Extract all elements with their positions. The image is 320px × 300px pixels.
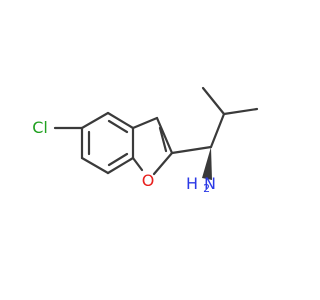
double-bond-inner-3	[107, 152, 129, 167]
stereo-wedge-bond	[202, 147, 212, 180]
bond-c3a-c3	[131, 116, 159, 130]
bond-o-c7a	[131, 156, 144, 172]
h2-subscript: 2	[203, 182, 210, 195]
o-symbol: O	[142, 171, 155, 190]
bond-c8-c9	[80, 156, 110, 175]
double-bond-c2-c3-inner	[158, 126, 168, 153]
atom-label-h2: H 2	[186, 174, 210, 196]
bond-chiral-isopropyl	[209, 112, 226, 149]
bond-c2-chiral	[170, 145, 213, 155]
n-symbol: N	[204, 174, 216, 193]
bond-c7-c8	[106, 156, 135, 175]
double-bond-inner-2	[107, 119, 129, 134]
atom-label-cl: Cl	[32, 118, 48, 137]
benzofuran-amine-structure: Cl O N H 2	[32, 86, 259, 196]
atom-label-o: O	[142, 171, 155, 190]
bond-isopropyl-methyl-right	[222, 107, 259, 116]
h-symbol: H	[186, 174, 198, 193]
bond-isopropyl-methyl-left	[201, 86, 226, 116]
bond-c4-c5	[80, 111, 110, 130]
cl-symbol: Cl	[32, 118, 48, 137]
bond-c3-c2	[155, 116, 174, 155]
bond-c5-c6	[106, 111, 135, 130]
bond-c2-o	[152, 151, 174, 176]
atom-label-n: N	[204, 174, 216, 193]
